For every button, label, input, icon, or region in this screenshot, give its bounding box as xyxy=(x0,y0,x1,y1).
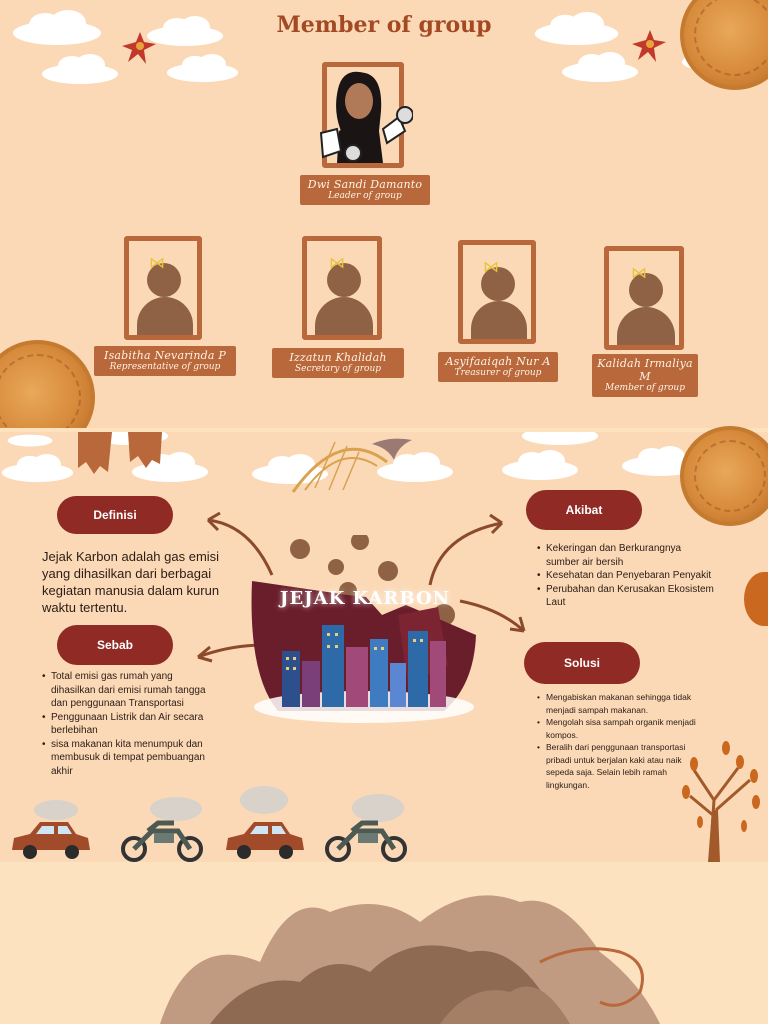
member-role: Secretary of group xyxy=(294,364,382,374)
hands-icon xyxy=(78,432,162,474)
list-item: Beralih dari penggunaan transportasi pri… xyxy=(537,741,709,791)
member-name: Isabitha Nevarinda P xyxy=(104,349,226,362)
cloud-icon xyxy=(252,454,328,484)
member-role: Representative of group xyxy=(109,362,221,372)
list-item: Kekeringan dan Berkurangnya sumber air b… xyxy=(537,542,717,569)
cloud-icon xyxy=(7,434,53,447)
coin-icon xyxy=(0,340,95,428)
list-item: sisa makanan kita menumpuk dan membusuk … xyxy=(42,738,212,779)
sebab-label: Sebab xyxy=(57,625,173,665)
member-role: Member of group xyxy=(605,383,685,393)
motorcycle-icon xyxy=(325,794,407,862)
akibat-label: Akibat xyxy=(526,490,642,530)
cloud-icon xyxy=(562,52,638,82)
member-name: Asyifaaiqah Nur A xyxy=(445,355,551,368)
coin-icon xyxy=(680,426,768,526)
member-role: Treasurer of group xyxy=(454,368,542,378)
member-photo-frame: ⋈ xyxy=(124,236,202,340)
bird-icon xyxy=(372,438,412,460)
bow-icon: ⋈ xyxy=(329,253,345,272)
cloud-icon xyxy=(534,11,619,46)
akibat-list: Kekeringan dan Berkurangnya sumber air b… xyxy=(537,542,717,610)
leader-nametag: Dwi Sandi Damanto Leader of group xyxy=(300,175,430,205)
definisi-text: Jejak Karbon adalah gas emisi yang dihas… xyxy=(42,549,220,615)
sebab-list: Total emisi gas rumah yang dihasilkan da… xyxy=(42,670,212,778)
cloud-icon xyxy=(166,53,239,83)
car-icon xyxy=(12,800,90,859)
car-icon xyxy=(226,786,304,859)
solusi-list: Mengabiskan makanan sehingga tidak menja… xyxy=(537,691,709,791)
page-title: Member of group xyxy=(276,12,492,38)
city-illustration xyxy=(251,535,476,723)
leader-photo-frame xyxy=(319,62,413,168)
member-role: Leader of group xyxy=(328,191,402,201)
definisi-label: Definisi xyxy=(57,496,173,534)
list-item: Perubahan dan Kerusakan Ekosistem Laut xyxy=(537,583,717,610)
cloud-icon xyxy=(377,452,453,482)
member-nametag: Isabitha Nevarinda P Representative of g… xyxy=(94,346,236,376)
cloud-icon xyxy=(42,54,118,84)
member-photo-frame: ⋈ xyxy=(604,246,684,350)
slide-gap xyxy=(0,428,768,432)
member-photo-frame: ⋈ xyxy=(458,240,536,344)
leader-portrait xyxy=(319,71,413,163)
member-name: Dwi Sandi Damanto xyxy=(307,178,423,191)
members-slide: Member of group Dwi Sandi Damanto Leader… xyxy=(0,0,768,428)
center-title: JEJAK KARBON xyxy=(279,588,451,609)
sun-icon xyxy=(291,441,388,493)
bow-icon: ⋈ xyxy=(149,253,165,272)
bird-icon xyxy=(632,30,666,62)
member-name: Izzatun Khalidah xyxy=(289,351,387,364)
cloud-icon xyxy=(147,16,223,46)
bird-icon xyxy=(122,32,156,64)
cloud-icon xyxy=(502,450,578,480)
cloud-icon xyxy=(622,446,698,476)
member-nametag: Izzatun Khalidah Secretary of group xyxy=(272,348,404,378)
member-photo-frame: ⋈ xyxy=(302,236,382,340)
cloud-icon xyxy=(13,10,101,45)
bow-icon: ⋈ xyxy=(631,263,647,282)
rocks-slide xyxy=(0,862,768,1024)
list-item: Penggunaan Listrik dan Air secara berleb… xyxy=(42,711,212,738)
rock-illustration xyxy=(160,895,660,1024)
autumn-tree-icon xyxy=(682,741,760,862)
list-item: Mengolah sisa sampah organik menjadi kom… xyxy=(537,716,709,741)
list-item: Kesehatan dan Penyebaran Penyakit xyxy=(537,569,717,583)
member-nametag: Kalidah Irmaliya M Member of group xyxy=(592,354,698,397)
member-nametag: Asyifaaiqah Nur A Treasurer of group xyxy=(438,352,558,382)
motorcycle-icon xyxy=(121,797,203,862)
bow-icon: ⋈ xyxy=(483,257,499,276)
cloud-icon xyxy=(522,432,598,445)
list-item: Total emisi gas rumah yang dihasilkan da… xyxy=(42,670,212,711)
member-name: Kalidah Irmaliya M xyxy=(597,357,693,383)
solusi-label: Solusi xyxy=(524,642,640,684)
cloud-icon xyxy=(1,453,74,483)
list-item: Mengabiskan makanan sehingga tidak menja… xyxy=(537,691,709,716)
